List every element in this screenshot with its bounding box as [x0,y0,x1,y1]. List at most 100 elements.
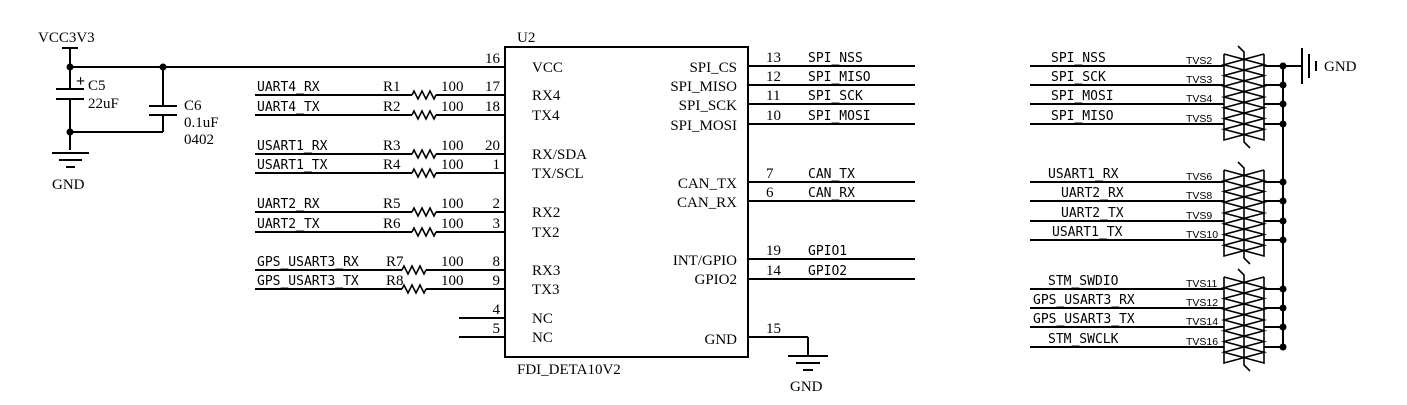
resistor-ref: R7 [386,254,404,270]
pin-name: RX/SDA [532,147,587,163]
net-label: GPIO2 [808,264,847,279]
net-label: USART1_TX [257,158,328,173]
u2-pin-5: 5NC [459,321,553,346]
tvs-ground-symbol: GND [1283,48,1357,84]
pin-number: 19 [766,243,781,259]
junction-dot [66,128,74,136]
tvs-ref: TVS16 [1186,336,1218,348]
net-label: UART2_RX [1061,186,1124,201]
u2-pin-4: 4NC [459,302,553,327]
pin-name: SPI_SCK [679,98,738,114]
pin-name: RX2 [532,205,560,221]
resistor-value: 100 [441,79,464,95]
net-label: UART2_TX [1061,206,1124,221]
net-label: SPI_MOSI [808,109,871,124]
gnd-label: GND [790,379,823,395]
pin-name: SPI_MISO [670,79,737,95]
resistor-value: 100 [441,157,464,173]
pin-number: 11 [766,88,780,104]
net-label: STM_SWCLK [1048,332,1119,347]
u2-ref: U2 [517,30,535,46]
pin-name: TX3 [532,282,560,298]
tvs-ref: TVS2 [1186,55,1212,67]
net-label: USART1_TX [1052,225,1123,240]
ground-symbol: GND [52,152,89,193]
resistor-r7 [401,264,427,276]
pin-name: SPI_CS [689,60,737,76]
net-label: CAN_RX [808,186,855,201]
net-label: GPS_USART3_TX [257,274,359,289]
resistor-r3 [411,148,437,160]
net-label: STM_SWDIO [1048,274,1119,289]
pin-name: RX3 [532,263,560,279]
pin-name: INT/GPIO [673,253,737,269]
c6-package: 0402 [184,132,214,148]
c5-polarity-mark: + [76,73,85,90]
resistor-value: 100 [441,196,464,212]
power-section: VCC3V3 + C5 22uF C6 0.1uF 0402 [38,30,505,193]
u2-part-number: FDI_DETA10V2 [517,362,621,378]
pin-name: VCC [532,60,563,76]
net-label: UART2_TX [257,217,320,232]
resistor-value: 100 [441,273,464,289]
pin-number: 2 [493,196,501,212]
pin-number: 18 [485,99,500,115]
u2-pin-19: INT/GPIO 19 GPIO1 [673,243,915,269]
tvs-ref: TVS3 [1186,74,1212,86]
net-label: SPI_MISO [808,70,871,85]
resistor-r2 [411,109,437,121]
pin-name: NC [532,330,553,346]
pin-name: TX/SCL [532,166,584,182]
c6-ref: C6 [184,98,202,114]
u2-pin-13: SPI_CS 13 SPI_NSS [689,50,915,76]
net-label: GPS_USART3_RX [257,255,359,270]
tvs-ref: TVS6 [1186,171,1212,183]
c5-value: 22uF [88,96,119,112]
pin-name: TX2 [532,225,560,241]
pin-name: CAN_TX [678,176,737,192]
pin-name: GND [705,332,738,348]
net-label: SPI_NSS [808,51,863,66]
net-label: GPIO1 [808,244,847,259]
pin-name: CAN_RX [677,195,737,211]
net-label: UART2_RX [257,197,320,212]
net-label: SPI_NSS [1051,51,1106,66]
pin-number: 7 [766,166,774,182]
net-label: USART1_RX [257,139,328,154]
tvs-ref: TVS10 [1186,229,1218,241]
pin-number: 12 [766,69,781,85]
pin-name: RX4 [532,88,561,104]
pin-number: 6 [766,185,774,201]
resistor-value: 100 [441,216,464,232]
junction-dot [66,63,74,71]
pin-number: 13 [766,50,781,66]
c5-ref: C5 [88,78,106,94]
pin-number: 8 [493,254,501,270]
resistor-ref: R5 [383,196,401,212]
u2-ground-symbol: GND [788,337,828,395]
resistor-value: 100 [441,99,464,115]
pin-name: GPIO2 [694,272,737,288]
gnd-label: GND [52,177,85,193]
pin-number: 10 [766,108,781,124]
